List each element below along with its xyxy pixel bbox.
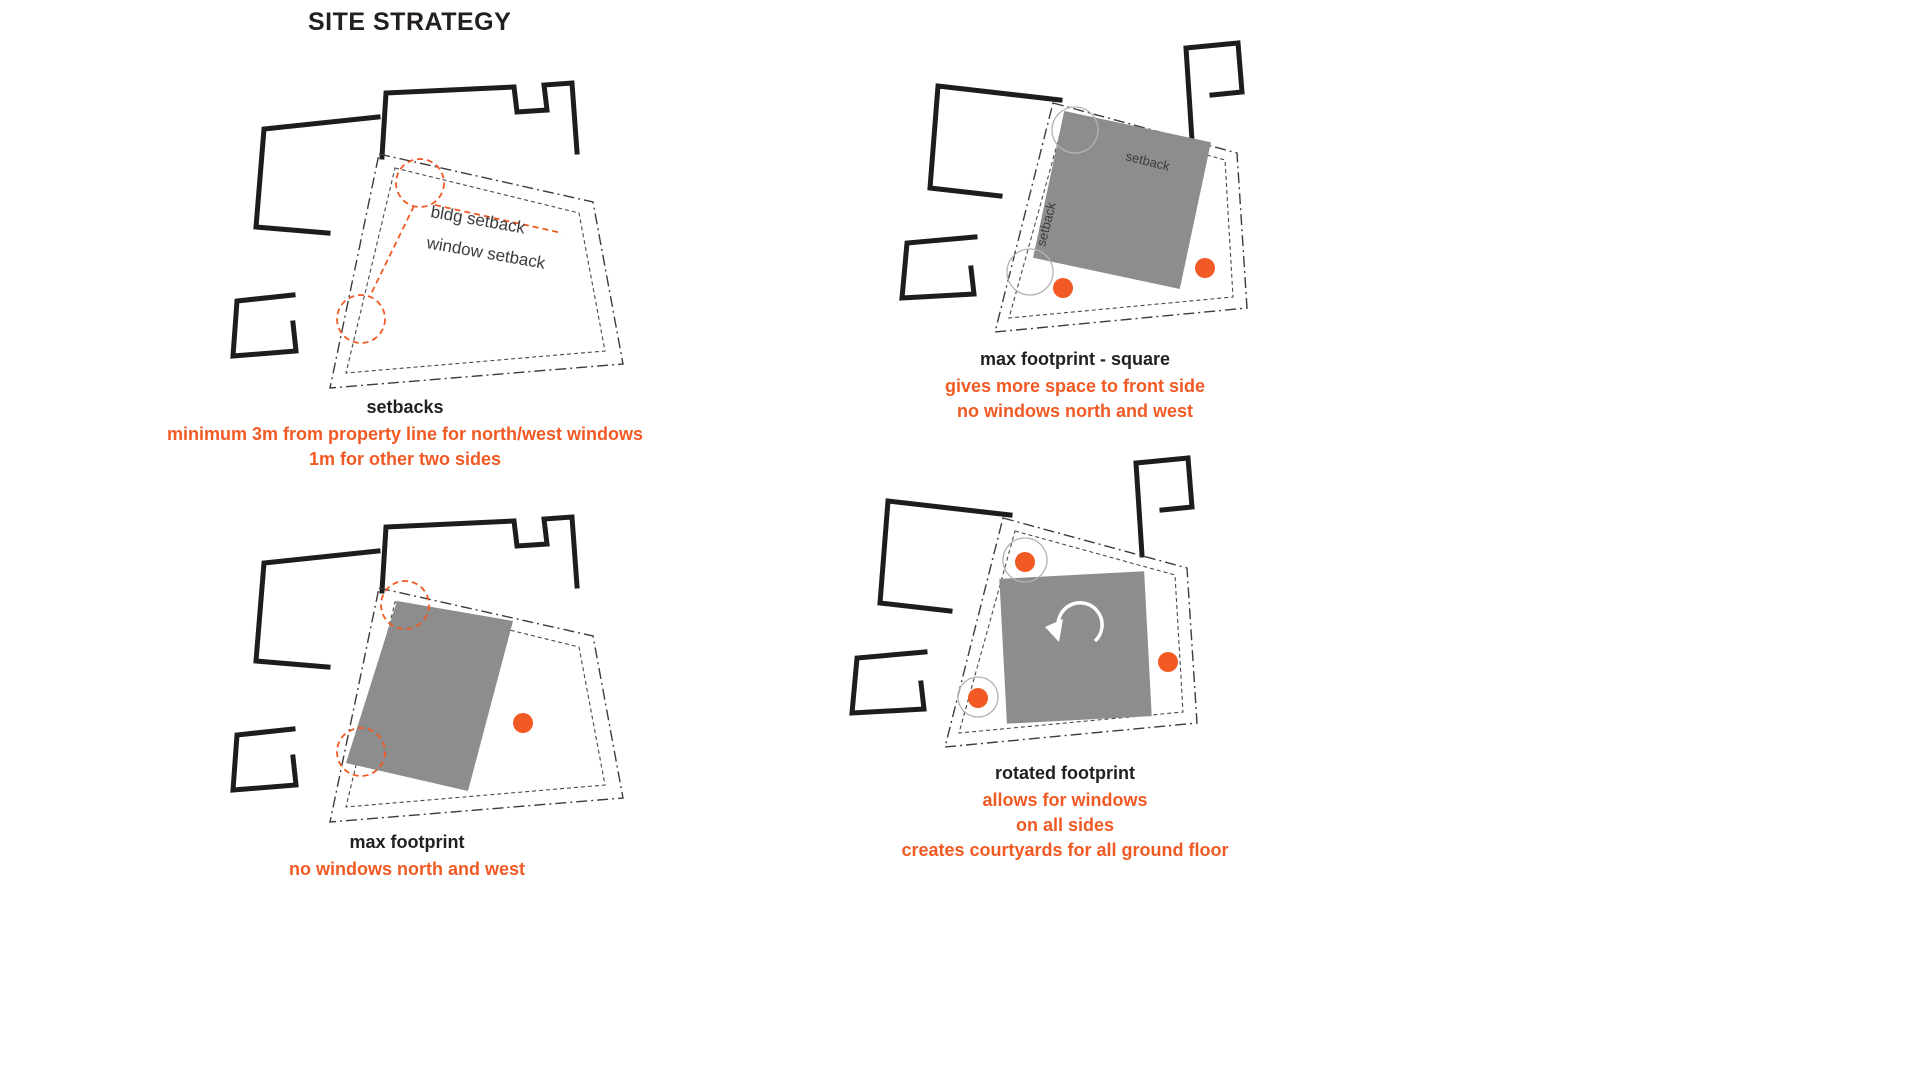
- caption-rotated-footprint: rotated footprint allows for windows on …: [865, 762, 1265, 863]
- panel-title-max-footprint: max footprint: [349, 832, 465, 852]
- neighbor-building-top-right-outline: [1183, 40, 1245, 143]
- page-title: SITE STRATEGY: [308, 8, 512, 36]
- orange-dot-marker: [1195, 258, 1215, 278]
- corner-marker-circle: [380, 580, 430, 630]
- panel-title-max-footprint-square: max footprint - square: [979, 349, 1171, 369]
- max-footprint-diagram: [230, 514, 624, 823]
- bldg-setback-dashed-line: [434, 204, 563, 234]
- property-line: [329, 587, 624, 823]
- caption-line: gives more space to front side: [944, 376, 1206, 396]
- neighbor-building-left-outline: [253, 114, 381, 236]
- window-setback-label: window setback: [424, 233, 547, 273]
- neighbor-building-left-outline: [877, 498, 1013, 614]
- window-setback-corner-circle: [336, 294, 386, 344]
- neighbor-building-small-outline: [230, 726, 299, 793]
- rotated-footprint-shape: [999, 571, 1152, 724]
- corner-marker-circle: [1002, 537, 1048, 583]
- panel-title-setbacks: setbacks: [366, 397, 444, 417]
- caption-line: 1m for other two sides: [308, 449, 502, 469]
- neighbor-building-small-outline: [899, 234, 978, 301]
- corner-marker-circle: [1006, 248, 1054, 296]
- caption-setbacks: setbacks minimum 3m from property line f…: [105, 396, 705, 472]
- max-footprint-square-diagram: setback setback: [899, 40, 1248, 333]
- neighbor-building-top-right-outline: [1133, 455, 1195, 558]
- orange-dot-marker: [513, 713, 533, 733]
- property-line: [944, 517, 1198, 748]
- caption-line: allows for windows: [982, 790, 1148, 810]
- panel-title-rotated-footprint: rotated footprint: [995, 763, 1135, 783]
- footprint-square-shape: [1033, 111, 1211, 289]
- rotated-footprint-diagram: [849, 455, 1198, 748]
- bldg-setback-corner-circle: [395, 158, 445, 208]
- caption-line: no windows north and west: [289, 859, 525, 879]
- neighbor-building-top-outline: [379, 80, 580, 160]
- neighbor-building-small-outline: [230, 292, 299, 359]
- orange-dot-marker: [1053, 278, 1073, 298]
- orange-dot-marker: [1015, 552, 1035, 572]
- caption-line: creates courtyards for all ground floor: [901, 840, 1229, 860]
- setback-line: [958, 530, 1184, 734]
- caption-max-footprint-square: max footprint - square gives more space …: [875, 348, 1275, 424]
- neighbor-building-left-outline: [927, 83, 1063, 199]
- corner-marker-circle: [1051, 106, 1099, 154]
- neighbor-building-left-outline: [253, 548, 381, 670]
- property-line: [329, 153, 624, 389]
- rotation-arrow-icon: [1056, 601, 1104, 643]
- orange-dot-marker: [1158, 652, 1178, 672]
- footprint-shape: [346, 601, 513, 791]
- caption-max-footprint: max footprint no windows north and west: [107, 831, 707, 882]
- neighbor-building-small-outline: [849, 649, 928, 716]
- rotation-arrow-head: [1045, 619, 1063, 642]
- bldg-setback-label: bldg setback: [429, 202, 527, 237]
- corner-marker-circle: [336, 727, 386, 777]
- caption-line: on all sides: [1015, 815, 1115, 835]
- window-setback-dashed-line: [369, 205, 415, 297]
- corner-marker-circle: [957, 676, 999, 718]
- neighbor-building-top-outline: [379, 514, 580, 594]
- setback-line: [345, 167, 606, 374]
- setbacks-diagram: bldg setback window setback: [230, 80, 624, 389]
- orange-dot-marker: [968, 688, 988, 708]
- setback-line: [1008, 115, 1234, 319]
- caption-line: minimum 3m from property line for north/…: [166, 424, 644, 444]
- caption-line: no windows north and west: [957, 401, 1193, 421]
